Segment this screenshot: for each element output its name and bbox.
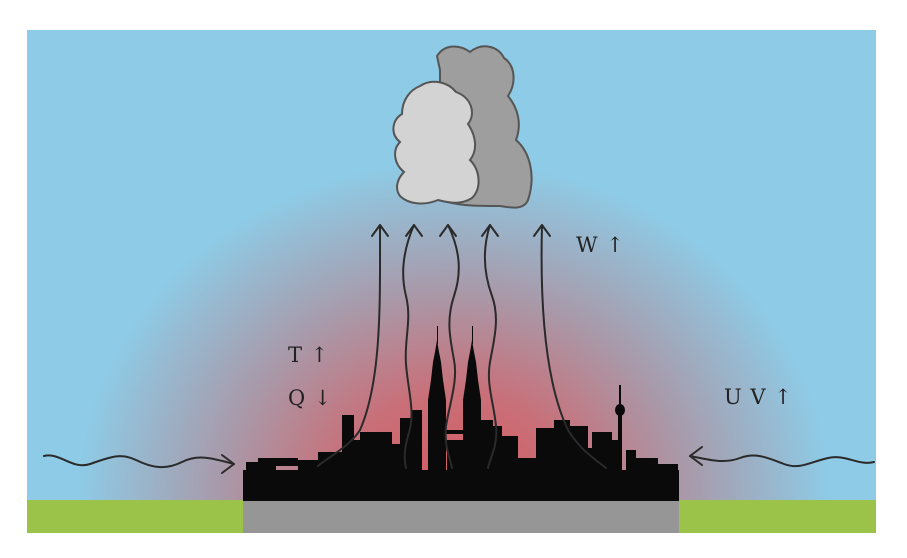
wind-arrowhead-right [221, 454, 235, 474]
wind-inflow-arrow-icon [689, 454, 875, 468]
horizontal-wind-label: U V ↑ [724, 385, 793, 409]
updraft-arrow-icon [402, 224, 415, 469]
updraft-arrow-icon [483, 224, 498, 469]
updraft-arrow-icon [444, 224, 460, 469]
updraft-arrowhead [481, 224, 499, 237]
updraft-arrowhead [405, 224, 423, 237]
updraft-arrowhead [533, 224, 551, 237]
humidity-label: Q ↓ [288, 386, 333, 410]
wind-arrowhead-left [689, 446, 703, 466]
cumulus-cloud-icon [392, 45, 533, 209]
updraft-arrow-icon [540, 224, 607, 469]
wind-inflow-arrows [43, 446, 875, 474]
updraft-arrowhead [371, 224, 389, 237]
vertical-velocity-label: W ↑ [576, 233, 625, 257]
updraft-arrow-icon [317, 224, 382, 467]
ground-urban-gray [243, 500, 679, 533]
cloud-front-light [392, 80, 480, 205]
updraft-arrows [317, 224, 607, 469]
ground-green-right [679, 500, 876, 533]
updraft-arrowhead [439, 224, 457, 237]
temperature-label: T ↑ [288, 343, 330, 367]
ground-green-left [27, 500, 243, 533]
wind-inflow-arrow-icon [43, 454, 235, 468]
